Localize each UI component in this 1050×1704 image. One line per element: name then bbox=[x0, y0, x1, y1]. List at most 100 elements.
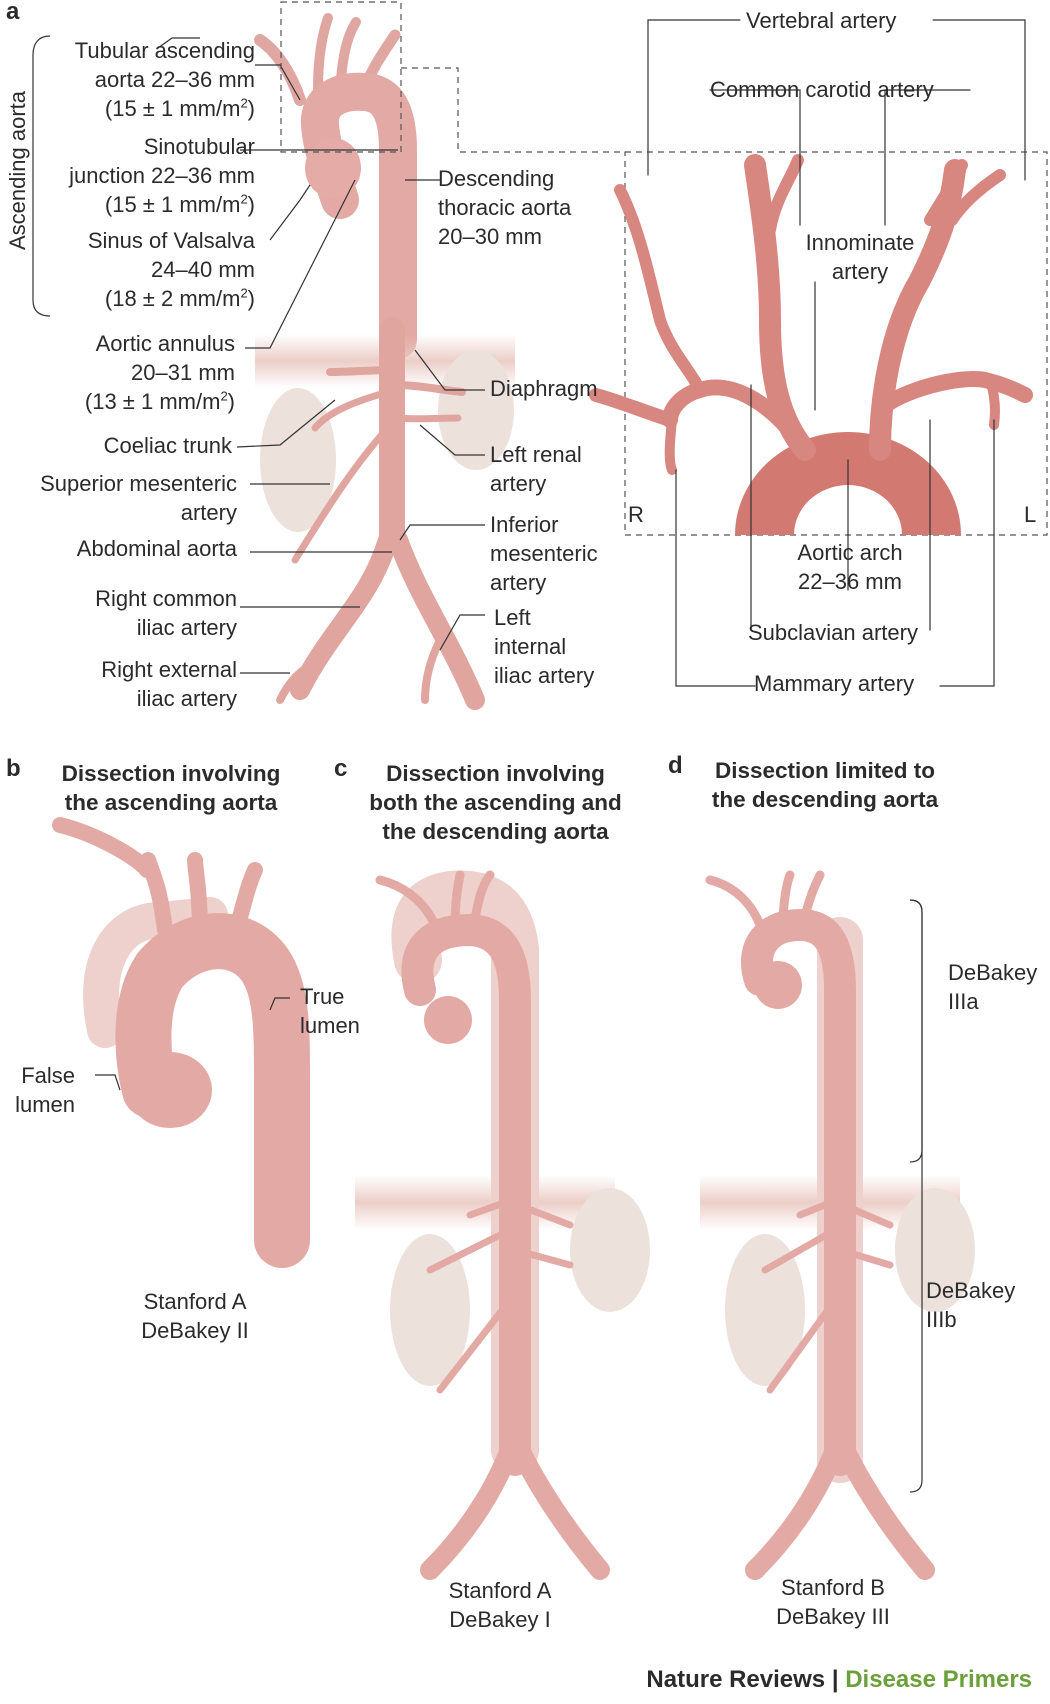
debakey-iiib-label: DeBakey IIIb bbox=[926, 1276, 1015, 1334]
footer-separator: | bbox=[831, 1666, 839, 1693]
panel-a-abdominal bbox=[276, 317, 485, 710]
iiib-line-2: IIIb bbox=[926, 1307, 957, 1332]
sinus-line-3: (18 ± 2 mm/m2) bbox=[104, 285, 255, 311]
panel-b-title-line-2: the ascending aorta bbox=[64, 790, 278, 815]
left-renal-line-2: artery bbox=[490, 471, 547, 496]
sinus-line-1: Sinus of Valsalva bbox=[87, 228, 255, 253]
panel-d-title: Dissection limited to the descending aor… bbox=[690, 756, 960, 814]
true-lumen-line-2: lumen bbox=[300, 1013, 360, 1038]
descending-line-2: thoracic aorta bbox=[438, 195, 572, 220]
panel-d-classification: Stanford B DeBakey III bbox=[748, 1573, 918, 1631]
debakey-iiia-label: DeBakey IIIa bbox=[948, 958, 1037, 1016]
innominate-line-1: Innominate bbox=[805, 230, 915, 255]
panel-d-art bbox=[700, 870, 975, 1580]
left-renal-line-1: Left renal bbox=[490, 442, 582, 467]
inferior-mesenteric-label: Inferior mesenteric artery bbox=[490, 510, 598, 597]
descending-line-1: Descending bbox=[438, 166, 555, 191]
false-lumen-line-2: lumen bbox=[15, 1092, 75, 1117]
panel-c-debakey: DeBakey I bbox=[449, 1607, 551, 1632]
aortic-arch-label: Aortic arch 22–36 mm bbox=[770, 538, 930, 596]
side-r-label: R bbox=[628, 502, 644, 527]
panel-b-stanford: Stanford A bbox=[143, 1289, 247, 1314]
panel-letter-d: d bbox=[668, 752, 683, 779]
footer-journal: Nature Reviews bbox=[646, 1666, 826, 1693]
rcia-line-1: Right common bbox=[95, 586, 237, 611]
sma-line-1: Superior mesenteric bbox=[40, 471, 237, 496]
mammary-label: Mammary artery bbox=[754, 671, 915, 696]
panel-b-art bbox=[52, 817, 310, 1268]
sinotubular-line-2: junction 22–36 mm bbox=[69, 163, 255, 188]
panel-d-stanford: Stanford B bbox=[781, 1575, 885, 1600]
tubular-ascending-label: Tubular ascending aorta 22–36 mm (15 ± 1… bbox=[40, 36, 255, 123]
ima-line-1: Inferior bbox=[490, 512, 559, 537]
panel-d-debakey: DeBakey III bbox=[776, 1604, 890, 1629]
panel-d-title-line-1: Dissection limited to bbox=[714, 758, 936, 783]
false-lumen-line-1: False bbox=[21, 1063, 75, 1088]
sinotubular-label: Sinotubular junction 22–36 mm (15 ± 1 mm… bbox=[40, 132, 255, 219]
bcd-leaders bbox=[95, 899, 923, 1493]
panel-d-title-line-2: the descending aorta bbox=[711, 787, 939, 812]
panel-letter-a: a bbox=[6, 0, 20, 25]
subclavian-label: Subclavian artery bbox=[748, 620, 918, 645]
iiia-line-2: IIIa bbox=[948, 989, 979, 1014]
liia-line-1: Left bbox=[494, 605, 531, 630]
ima-line-2: mesenteric bbox=[490, 541, 598, 566]
annulus-line-3: (13 ± 1 mm/m2) bbox=[84, 388, 235, 414]
panel-letter-c: c bbox=[334, 755, 348, 782]
left-internal-iliac-label: Left internal iliac artery bbox=[494, 603, 594, 690]
descending-line-3: 20–30 mm bbox=[438, 224, 542, 249]
panel-c-title-line-3: the descending aorta bbox=[382, 819, 609, 844]
true-lumen-label: True lumen bbox=[300, 982, 360, 1040]
panel-b-title: Dissection involving the ascending aorta bbox=[46, 759, 296, 817]
panel-c-title-line-1: Dissection involving bbox=[386, 761, 605, 786]
panel-c-art bbox=[355, 870, 650, 1580]
tubular-line-3: (15 ± 1 mm/m2) bbox=[104, 95, 255, 121]
ima-line-3: artery bbox=[490, 570, 547, 595]
diaphragm-label: Diaphragm bbox=[490, 376, 598, 401]
right-common-iliac-label: Right common iliac artery bbox=[20, 584, 237, 642]
aortic-root bbox=[305, 138, 361, 198]
panel-a-leaders bbox=[32, 1, 1048, 674]
iiia-line-1: DeBakey bbox=[948, 960, 1038, 985]
panel-c-title: Dissection involving both the ascending … bbox=[353, 759, 638, 846]
tubular-line-2: aorta 22–36 mm bbox=[94, 67, 255, 92]
superior-mesenteric-label: Superior mesenteric artery bbox=[0, 469, 237, 527]
reia-line-1: Right external bbox=[101, 657, 237, 682]
sinus-valsalva-label: Sinus of Valsalva 24–40 mm (18 ± 2 mm/m2… bbox=[40, 226, 255, 313]
coeliac-trunk-label: Coeliac trunk bbox=[103, 433, 232, 458]
reia-line-2: iliac artery bbox=[136, 686, 237, 711]
side-l-label: L bbox=[1024, 502, 1037, 527]
liia-line-3: iliac artery bbox=[494, 663, 595, 688]
aortic-arch-line-1: Aortic arch bbox=[797, 540, 903, 565]
rcia-line-2: iliac artery bbox=[136, 615, 237, 640]
footer-series: Disease Primers bbox=[845, 1666, 1032, 1693]
left-renal-label: Left renal artery bbox=[490, 440, 582, 498]
panel-a-aorta bbox=[254, 13, 417, 359]
panel-b-title-line-1: Dissection involving bbox=[61, 761, 281, 786]
panel-b-classification: Stanford A DeBakey II bbox=[110, 1287, 280, 1345]
ascending-aorta-label: Ascending aorta bbox=[5, 91, 30, 250]
innominate-label: Innominate artery bbox=[780, 228, 940, 286]
footer-credit: Nature Reviews | Disease Primers bbox=[646, 1666, 1032, 1694]
sma-line-2: artery bbox=[180, 500, 237, 525]
vertebral-artery-label: Vertebral artery bbox=[746, 8, 897, 33]
annulus-line-2: 20–31 mm bbox=[131, 360, 235, 385]
iiib-line-1: DeBakey bbox=[926, 1278, 1016, 1303]
panel-c-stanford: Stanford A bbox=[448, 1578, 552, 1603]
liia-line-2: internal bbox=[494, 634, 567, 659]
panel-c-title-line-2: both the ascending and bbox=[369, 790, 622, 815]
panel-letter-b: b bbox=[6, 755, 21, 782]
sinus-line-2: 24–40 mm bbox=[151, 257, 255, 282]
common-carotid-label: Common carotid artery bbox=[710, 77, 934, 102]
right-external-iliac-label: Right external iliac artery bbox=[20, 655, 237, 713]
tubular-line-1: Tubular ascending bbox=[74, 38, 255, 63]
aortic-arch-line-2: 22–36 mm bbox=[798, 569, 902, 594]
panel-c-classification: Stanford A DeBakey I bbox=[415, 1576, 585, 1634]
panel-a-arch-detail bbox=[589, 19, 1033, 687]
annulus-line-1: Aortic annulus bbox=[95, 331, 235, 356]
true-lumen-line-1: True bbox=[300, 984, 345, 1009]
sinotubular-line-3: (15 ± 1 mm/m2) bbox=[104, 191, 255, 217]
left-kidney bbox=[438, 350, 514, 470]
